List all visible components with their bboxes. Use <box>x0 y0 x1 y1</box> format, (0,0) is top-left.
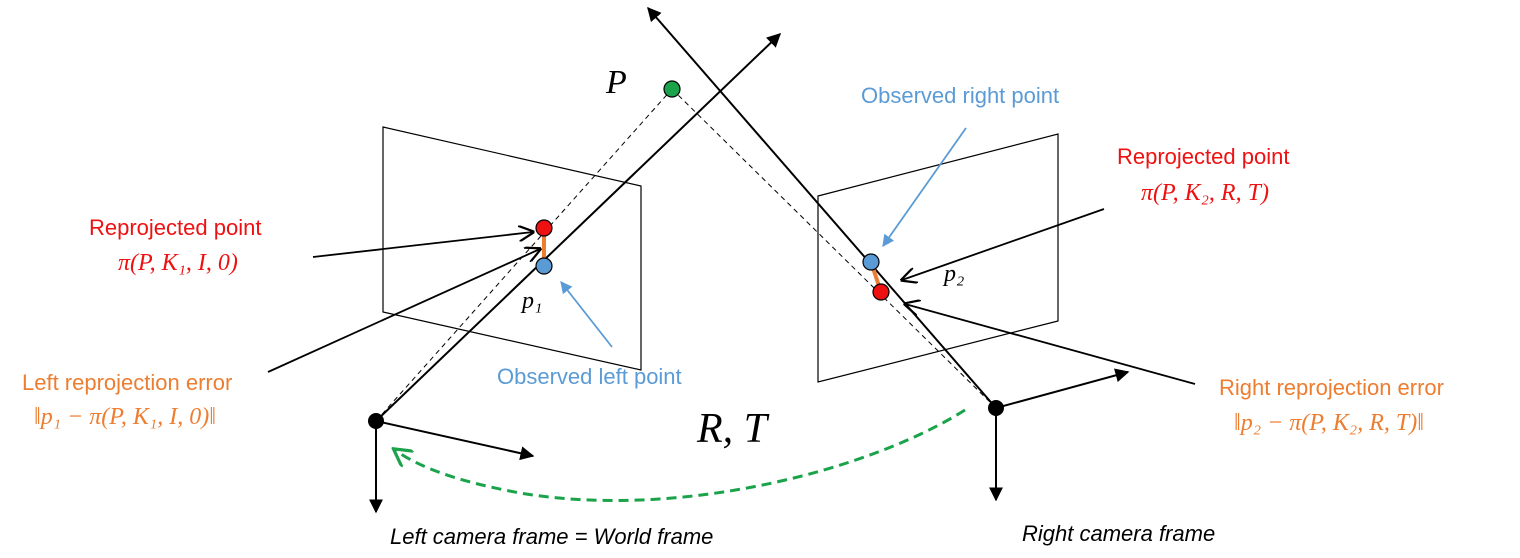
left-reprojected-pointer <box>312 232 533 258</box>
world-point-label: P <box>606 64 627 101</box>
left-image-plane <box>382 126 642 371</box>
right-dashed-ray <box>671 88 997 409</box>
right-reprojected-label: Reprojected point <box>1117 144 1290 169</box>
right-observed-point <box>862 253 880 271</box>
right-error-formula: ‖p₂ − π(P, K₂, R, T)‖ <box>1234 410 1424 436</box>
observed-left-pointer <box>560 281 613 348</box>
right-camera-optical-axis <box>647 6 997 409</box>
left-observed-point <box>535 257 553 275</box>
world-point-P <box>663 80 681 98</box>
left-camera-optical-axis <box>375 33 782 422</box>
right-reprojected-formula: π(P, K₂, R, T) <box>1141 180 1269 206</box>
left-error-pointer <box>267 249 540 373</box>
left-reprojected-formula: π(P, K₁, I, 0) <box>118 250 238 276</box>
right-reprojected-pointer <box>902 208 1105 280</box>
left-frame-caption: Left camera frame = World frame <box>390 524 714 549</box>
observed-right-label: Observed right point <box>861 83 1060 108</box>
transform-arrow <box>395 408 966 502</box>
observed-right-pointer <box>882 127 967 247</box>
right-error-pointer <box>905 304 1196 385</box>
observed-left-label: Observed left point <box>497 364 682 389</box>
left-error-formula: ‖p₁ − π(P, K₁, I, 0)‖ <box>34 404 216 430</box>
p1-label: p₁ <box>522 288 543 314</box>
right-camera-x-axis <box>995 368 1130 409</box>
right-camera-center <box>988 400 1004 416</box>
left-camera-center <box>368 413 384 429</box>
right-error-label: Right reprojection error <box>1219 375 1444 400</box>
left-error-label: Left reprojection error <box>22 370 233 395</box>
p2-label: p₂ <box>944 261 965 287</box>
left-reprojected-label: Reprojected point <box>89 215 262 240</box>
right-reprojected-point <box>872 283 890 301</box>
transform-label: R, T <box>697 406 768 452</box>
right-image-plane <box>817 133 1059 383</box>
left-reprojected-point <box>535 219 553 237</box>
left-dashed-ray <box>375 88 673 422</box>
left-camera-x-axis <box>375 420 535 461</box>
right-frame-caption: Right camera frame <box>1022 521 1216 546</box>
